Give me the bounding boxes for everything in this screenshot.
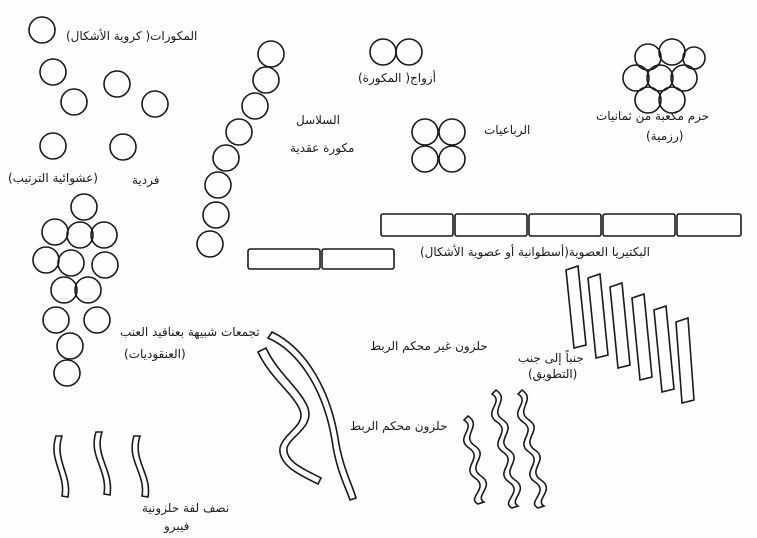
label-pairs: أزواج( المكورة) [358,70,436,86]
label-grape-clusters: تجمعات شبيهة بعناقيد العنب [120,324,260,340]
diplococci [370,39,422,65]
label-vibrio: فيبرو [164,518,189,534]
label-bacilli: البكتيريا العصوية(أسطوانية أو عصوية الأش… [420,244,650,260]
streptococci-chain [197,41,284,257]
label-loose-spiral: حلزون غير محكم الربط [370,338,488,354]
label-random: (عشوائية الترتيب) [8,170,98,186]
label-palisade-sub: (التطويق) [528,366,577,382]
bacilli-chain-long [381,214,741,236]
tight-spiral [464,390,547,508]
label-chains: السلاسل [296,112,340,128]
tetrads [412,119,465,172]
loose-spiral [258,332,356,500]
sarcina-packet [623,39,705,113]
label-tetrads: الرباعيات [484,122,530,138]
palisade-bacilli [566,266,694,403]
label-tight-spiral: حلزون محكم الربط [350,418,447,434]
staphylococci-cluster [33,194,118,386]
label-streptococci: مكورة عقدية [290,140,354,156]
bacilli-chain-short [248,249,394,269]
label-vibrio-half-turn: نصف لفة حلزونية [142,500,229,516]
label-cubic-packets: حزم مكعبة من ثمانيات [596,108,709,124]
label-single: فردية [132,172,159,188]
vibrio-forms [54,432,149,497]
label-palisade: جنباً إلى جنب [518,350,584,366]
label-cocci: المكورات( كروية الأشكال) [66,28,197,44]
label-sarcina: (رزمية) [646,128,683,144]
label-staphylococci: (العنقوديات) [124,346,186,362]
